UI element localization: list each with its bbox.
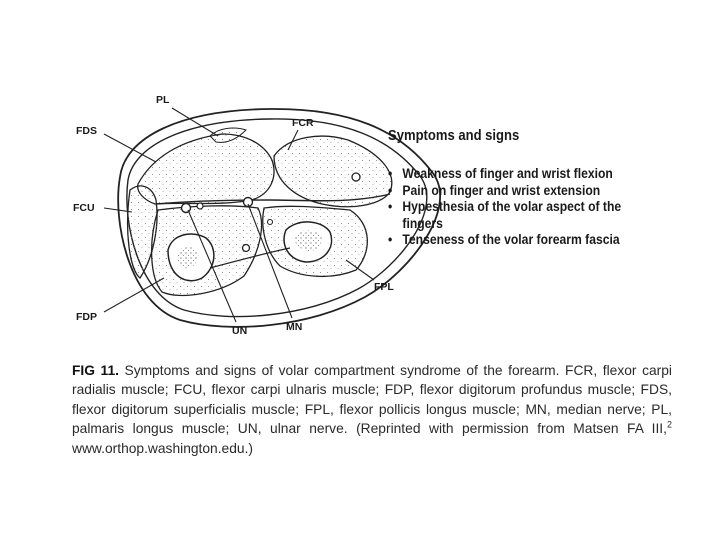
caption-text: Symptoms and signs of volar compartment …: [72, 363, 672, 436]
leader-fds: [104, 134, 156, 162]
symptom-item: Tenseness of the volar forearm fascia: [388, 232, 663, 249]
label-mn: MN: [286, 322, 302, 333]
label-fcu: FCU: [73, 203, 95, 214]
label-fcr: FCR: [292, 118, 314, 129]
symptom-item: Pain on finger and wrist extension: [388, 183, 663, 200]
symptoms-list: Weakness of finger and wrist flexion Pai…: [388, 166, 660, 249]
fds-muscle: [138, 134, 274, 204]
leader-fdp: [104, 278, 164, 312]
reference-number: 2: [667, 420, 672, 430]
ulnar-artery: [197, 203, 203, 209]
fcr-muscle: [274, 136, 392, 207]
anterior-interosseous-vessel: [243, 245, 250, 252]
vessel-small: [268, 220, 273, 225]
symptoms-title: Symptoms and signs: [388, 128, 633, 144]
label-fds: FDS: [76, 126, 97, 137]
ulnar-nerve: [182, 204, 191, 213]
figure-number: FIG 11.: [72, 363, 119, 378]
label-pl: PL: [156, 95, 169, 106]
symptoms-and-signs-box: Symptoms and signs Weakness of finger an…: [388, 128, 660, 249]
caption-link: www.orthop.washington.edu.): [72, 441, 253, 456]
label-fdp: FDP: [76, 312, 97, 323]
figure-caption: FIG 11. Symptoms and signs of volar comp…: [72, 361, 672, 458]
radial-artery: [352, 173, 360, 181]
symptom-item: Weakness of finger and wrist flexion: [388, 166, 663, 183]
label-fpl: FPL: [374, 282, 394, 293]
label-un: UN: [232, 326, 247, 337]
symptom-item: Hypesthesia of the volar aspect of the f…: [388, 199, 663, 232]
